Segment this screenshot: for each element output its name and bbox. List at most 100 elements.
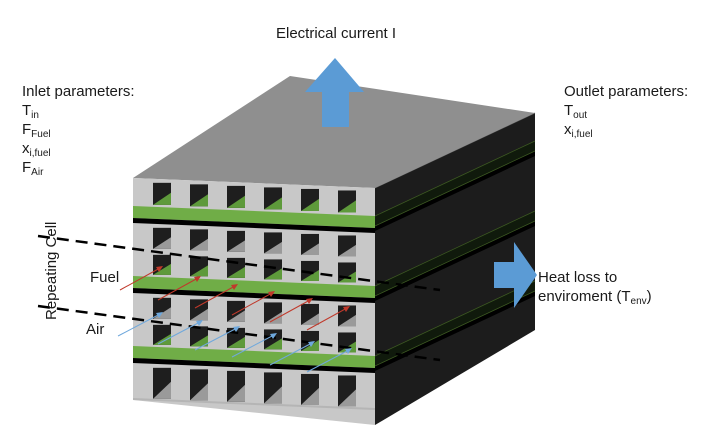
air-label: Air (86, 321, 105, 338)
inlet-param-subscript: i,fuel (29, 148, 51, 159)
channel-floor (301, 387, 319, 405)
right-face-layer (375, 291, 535, 371)
channel-floor (264, 268, 282, 280)
right-face-edge (374, 210, 536, 287)
fuel-flow-arrow (269, 299, 311, 323)
heat-loss-suffix: ) (646, 288, 652, 305)
channel-floor (227, 384, 245, 402)
inlet-param: Tin (22, 101, 135, 121)
channel-floor (264, 311, 282, 324)
air-arrowhead-icon (156, 312, 163, 318)
fuel-arrowhead-icon (306, 298, 313, 304)
channel-floor (264, 338, 282, 350)
outlet-param: Tout (564, 101, 688, 121)
flow-overlays (37, 234, 441, 373)
channel-floor (338, 200, 356, 213)
electrolyte-layer (133, 276, 375, 298)
heat-loss-line2: enviroment (Tenv) (538, 287, 652, 307)
inlet-param-symbol: F (22, 159, 32, 176)
channel-floor (190, 335, 208, 347)
right-face-layer (375, 151, 535, 231)
inlet-param-symbol: x (22, 140, 30, 157)
interconnect-layer (133, 358, 375, 373)
outlet-param-symbol: x (564, 121, 572, 138)
fuel-flow-arrow (306, 307, 348, 331)
inlet-param-subscript: Air (31, 167, 44, 178)
right-face-edge (374, 140, 536, 217)
air-flow-arrow (194, 327, 238, 351)
inlet-param-subscript: Fuel (31, 129, 51, 140)
channel-floor (338, 244, 356, 257)
air-flow-arrow (117, 313, 161, 337)
heat-loss-line1: Heat loss to (538, 269, 618, 286)
channel-floor (153, 381, 171, 399)
channel-floor (153, 333, 171, 345)
heat-loss-label: Heat loss to enviroment (Tenv) (538, 268, 652, 307)
channel-floor (227, 266, 245, 278)
channel-floor (153, 192, 171, 205)
fuel-arrowhead-icon (231, 284, 238, 290)
fuel-flow-arrow (231, 292, 273, 316)
electrolyte-layer (133, 346, 375, 368)
fuel-arrowhead-icon (268, 291, 275, 297)
channel-floor (301, 269, 319, 281)
outlet-param-subscript: i,fuel (571, 129, 593, 140)
channel-floor (153, 263, 171, 275)
electrolyte-layer (133, 206, 375, 228)
air-flow-arrow (231, 334, 275, 358)
channel-floor (190, 238, 208, 251)
air-arrowhead-icon (233, 326, 240, 332)
inlet-param-symbol: T (22, 102, 32, 119)
right-face-layer (375, 281, 535, 366)
air-flow-arrow (157, 321, 201, 345)
fuel-label: Fuel (90, 269, 120, 286)
repeating-cell-label: Repeating Cell (43, 221, 60, 320)
outlet-param-symbol: T (564, 102, 574, 119)
right-face-edge (374, 290, 536, 367)
interconnect-layer (133, 218, 375, 233)
repeating-cell-bottom-boundary (37, 304, 441, 362)
channel-floor (264, 241, 282, 254)
channel-floor (264, 197, 282, 210)
channel-floor (301, 339, 319, 351)
inlet-param-subscript: in (31, 110, 39, 121)
current-arrow-icon (305, 58, 364, 127)
channel-floor (227, 240, 245, 252)
channel-floor (190, 265, 208, 277)
air-flow-arrow (269, 342, 313, 366)
inlet-param: FAir (22, 158, 135, 178)
channel-floor (338, 314, 356, 327)
heat-loss-arrow-icon (494, 242, 537, 308)
channel-floor (153, 237, 171, 249)
channel-floor (338, 389, 356, 407)
channel-floor (301, 243, 319, 255)
bottom-edge (133, 398, 375, 410)
fuel-arrowhead-icon (156, 266, 163, 272)
inlet-param: xi,fuel (22, 139, 135, 159)
air-arrowhead-icon (196, 320, 203, 326)
air-arrowhead-icon (270, 333, 277, 339)
fuel-flow-arrow (157, 277, 199, 301)
right-face-layers (374, 112, 536, 371)
repeating-cell-top-boundary (37, 234, 441, 292)
electrical-current-label: Electrical current I (276, 25, 397, 42)
air-arrowhead-icon (345, 348, 352, 354)
heat-loss-subscript: env (630, 296, 647, 307)
channel-floor (301, 313, 319, 325)
outlet-param: xi,fuel (564, 120, 688, 140)
outlet-param-subscript: out (573, 110, 588, 121)
front-face-layers (133, 182, 375, 410)
fuel-arrowhead-icon (194, 276, 201, 282)
channel-floor (227, 195, 245, 208)
channel-floor (264, 386, 282, 404)
channel-floor (227, 310, 245, 322)
right-face-edge (374, 150, 536, 227)
right-face-layer (375, 211, 535, 296)
right-face-edge (374, 280, 536, 357)
heat-loss-text: enviroment (T (538, 288, 631, 305)
channel-floor (227, 336, 245, 348)
stack-top-face (133, 76, 535, 188)
